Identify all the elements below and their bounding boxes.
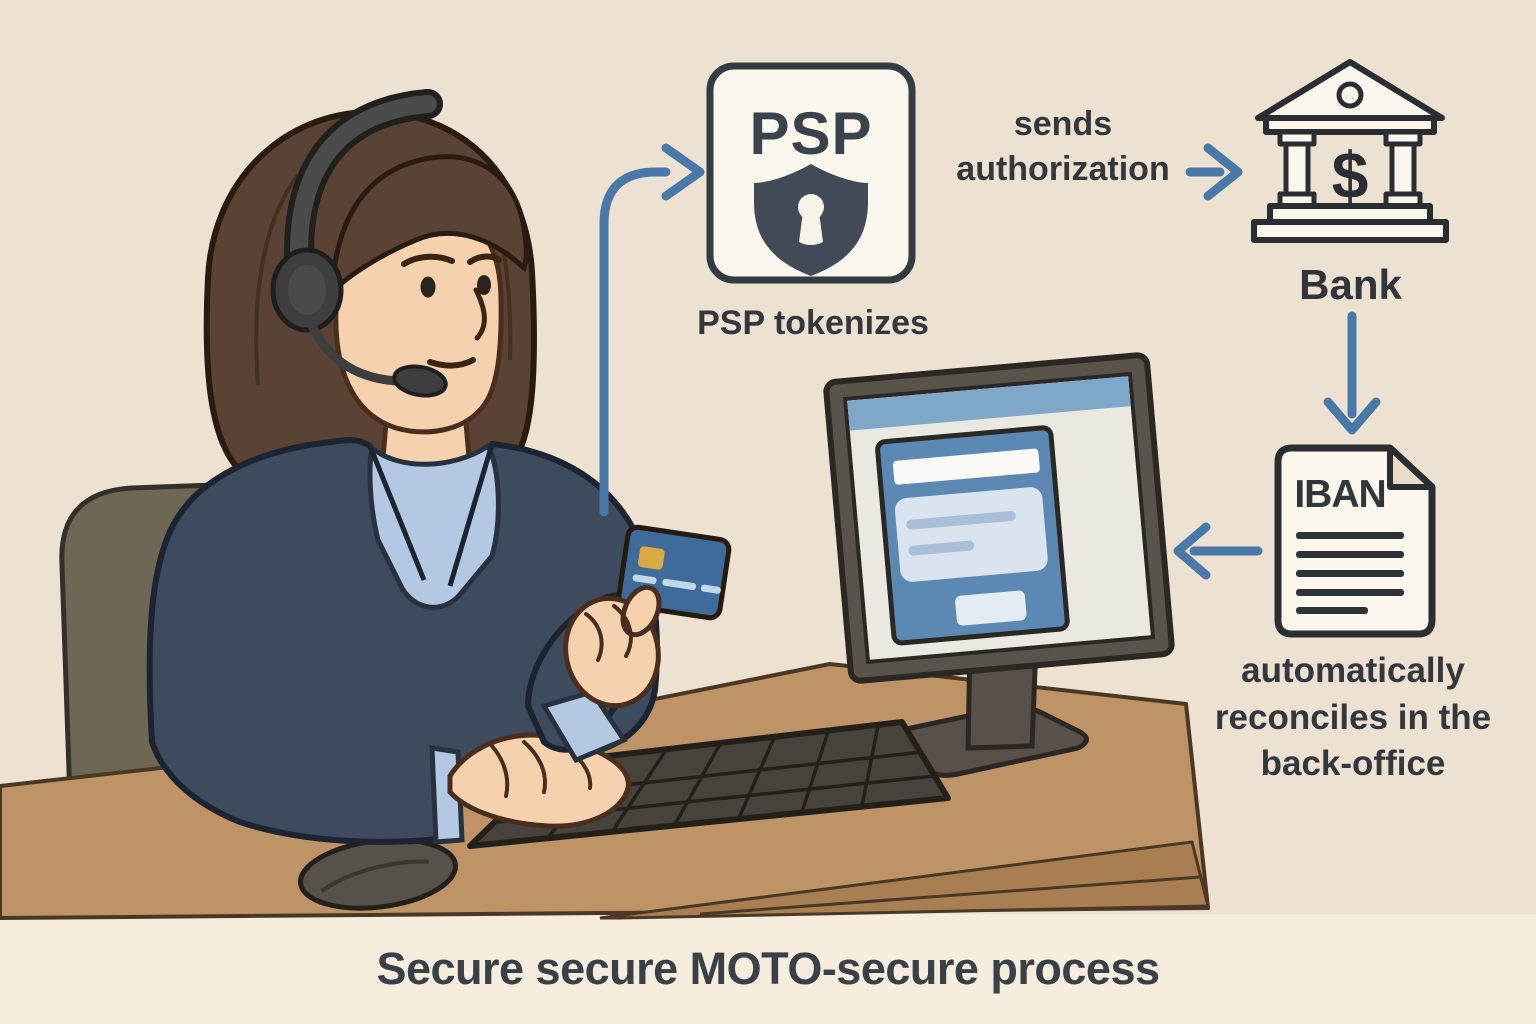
reconcile-note-label: automatically reconciles in the back-off… xyxy=(1214,651,1492,784)
bank-building-icon: $ xyxy=(1251,59,1449,243)
bank-label: Bank xyxy=(1299,261,1402,308)
sends-authorization-label: sends authorization xyxy=(956,105,1170,188)
hand-holding-card xyxy=(563,584,662,709)
screen-header-bar xyxy=(847,376,1131,431)
card-to-psp-arrowhead xyxy=(661,143,705,201)
hair-bangs xyxy=(329,154,529,299)
face-features xyxy=(401,253,502,369)
iban-document-label: IBAN xyxy=(1294,473,1386,516)
iban-to-monitor-arrow xyxy=(1173,522,1263,580)
psp-box xyxy=(706,62,916,284)
monitor xyxy=(823,352,1175,684)
psp-to-bank-arrow xyxy=(1185,143,1243,201)
bank-to-iban-arrow xyxy=(1323,311,1381,435)
iban-document-icon xyxy=(1274,444,1436,638)
psp-box-title: PSP xyxy=(749,100,873,167)
card-to-psp-arrow xyxy=(599,167,671,517)
screen-text-line xyxy=(906,510,1016,530)
bank-dollar-symbol: $ xyxy=(1332,138,1369,212)
mouse xyxy=(297,837,459,911)
screen-input-field xyxy=(892,448,1040,485)
shirt xyxy=(367,442,501,610)
card-chip-icon xyxy=(637,546,665,570)
headset-mic-icon xyxy=(307,321,401,386)
illustration-caption: Secure secure MOTO-secure process xyxy=(376,943,1160,994)
shirt-cuff xyxy=(540,689,628,764)
psp-caption-label: PSP tokenizes xyxy=(697,304,929,342)
screen-button xyxy=(955,590,1027,626)
woman-illustration xyxy=(146,89,660,845)
screen-text-line xyxy=(908,540,975,556)
footer-strip xyxy=(0,914,1536,1024)
flow-arrows xyxy=(599,143,1381,580)
screen-info-box xyxy=(894,487,1048,582)
